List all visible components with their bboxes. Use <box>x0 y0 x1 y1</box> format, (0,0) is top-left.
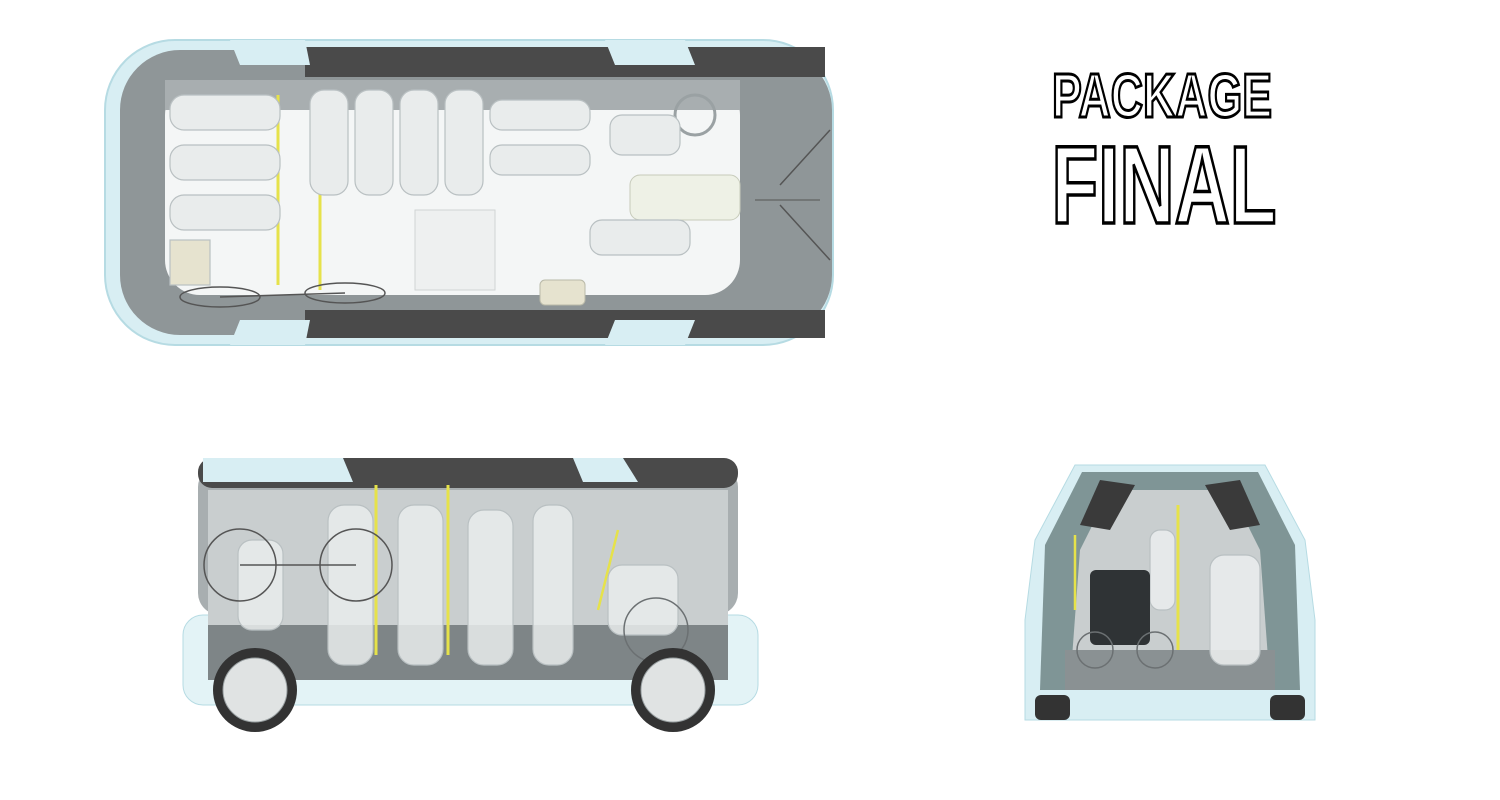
side-view <box>178 450 763 740</box>
bicycle-icon <box>179 282 386 308</box>
rear-wheel-icon <box>213 648 297 732</box>
steering-wheel <box>673 93 717 137</box>
rear-seat-figures <box>169 94 281 286</box>
top-view <box>100 35 840 350</box>
row-figures <box>309 89 484 196</box>
side-handrail-3 <box>596 529 620 611</box>
wiper-line-2 <box>779 204 831 261</box>
central-table <box>414 209 496 291</box>
front-seat-figures <box>489 99 691 256</box>
pillar-front-bottom <box>605 320 695 345</box>
side-roof-glass-rear <box>203 458 353 482</box>
wiper-line-1 <box>779 129 831 186</box>
top-view-drawing <box>104 39 834 346</box>
roof-dark-strip-top <box>305 47 825 77</box>
side-bicycle-icon <box>203 528 393 602</box>
title-line-1: PACKAGE <box>1052 62 1272 131</box>
rear-wheelchair-icon <box>1076 570 1174 669</box>
side-view-drawing <box>182 458 759 732</box>
rear-figures <box>1149 529 1261 666</box>
front-wheel-icon <box>631 648 715 732</box>
rear-wheel-right <box>1270 695 1305 720</box>
rear-roof-panel-right <box>1205 480 1260 530</box>
rear-roof-panel-left <box>1080 480 1135 530</box>
side-roof-glass-front <box>573 458 638 482</box>
pillar-rear-top <box>230 40 310 65</box>
pillar-rear-bottom <box>230 320 310 345</box>
front-console <box>629 174 741 221</box>
stroller-box <box>539 279 586 306</box>
title-block: PACKAGE FINAL <box>1040 55 1300 236</box>
roof-dark-strip-bottom <box>305 310 825 338</box>
rear-view <box>1020 460 1320 730</box>
title-line-2: FINAL <box>1052 124 1277 235</box>
pillar-front-top <box>605 40 695 65</box>
rear-wheel-left <box>1035 695 1070 720</box>
title-svg: PACKAGE FINAL <box>1050 61 1279 236</box>
rear-view-drawing <box>1024 464 1316 721</box>
